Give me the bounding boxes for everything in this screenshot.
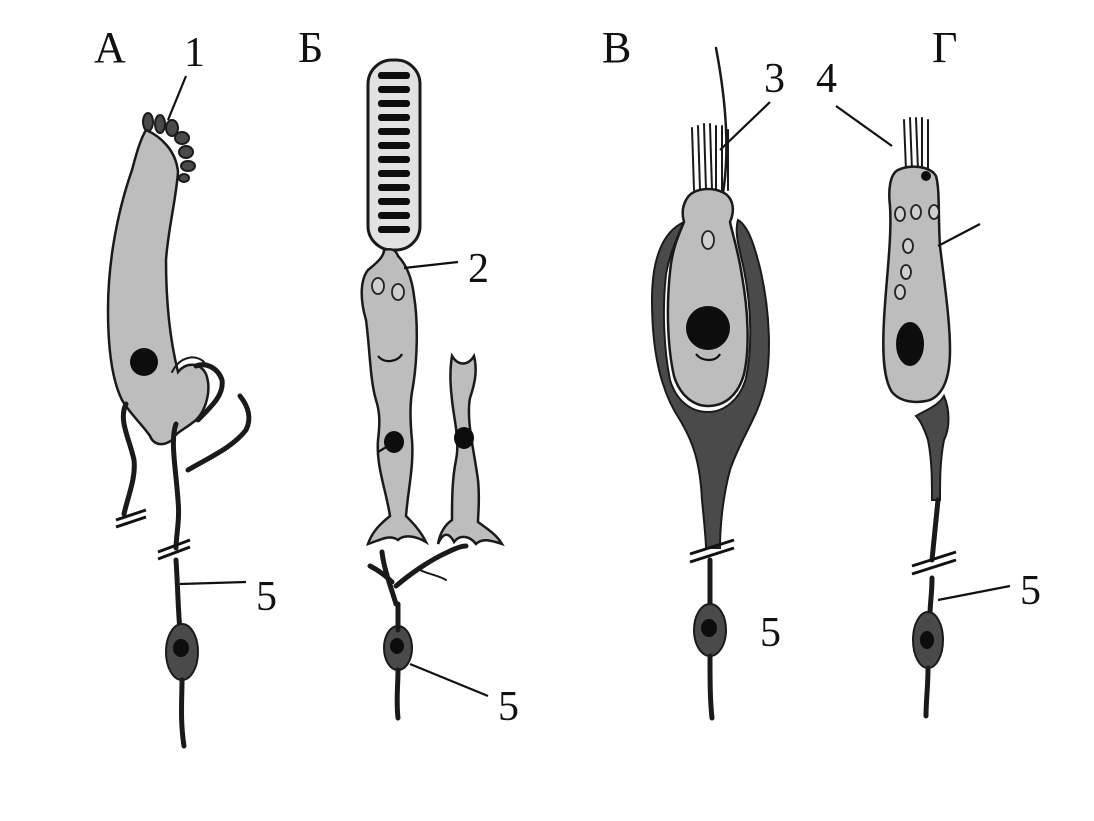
panel-label-a: А bbox=[94, 23, 126, 72]
label-3: 3 bbox=[764, 56, 785, 102]
panel-label-b: Б bbox=[298, 23, 323, 72]
cell-a-nucleus bbox=[130, 348, 158, 376]
cell-a-knobs bbox=[142, 112, 196, 183]
cell-v-body bbox=[666, 187, 749, 408]
cell-a-body bbox=[106, 128, 210, 446]
cell-g-organelles bbox=[894, 171, 940, 300]
label-5-v: 5 bbox=[760, 610, 781, 656]
cell-g: Г 4 5 bbox=[816, 23, 1041, 719]
cell-b-discs bbox=[378, 72, 410, 233]
cell-a: А 1 5 bbox=[94, 23, 277, 749]
cell-b: Б 2 5 bbox=[298, 23, 519, 730]
cell-g-stereocilia bbox=[903, 117, 929, 173]
label-4: 4 bbox=[816, 56, 837, 102]
cell-b-organelles bbox=[371, 277, 405, 363]
cell-g-nucleus bbox=[896, 322, 924, 366]
cell-v: В 3 5 bbox=[602, 23, 785, 721]
label-2: 2 bbox=[468, 246, 489, 292]
panel-label-v: В bbox=[602, 23, 631, 72]
label-5-g: 5 bbox=[1020, 568, 1041, 614]
cell-v-calyx bbox=[650, 218, 770, 549]
cell-b-neighbor bbox=[436, 352, 505, 547]
cell-b-inner-segment bbox=[360, 248, 430, 546]
label-1: 1 bbox=[184, 30, 205, 76]
cell-b-nucleus bbox=[384, 431, 404, 453]
label-5-b: 5 bbox=[498, 684, 519, 730]
cell-v-stereocilia bbox=[691, 123, 729, 191]
cell-v-nucleus bbox=[686, 306, 730, 350]
label-5-a: 5 bbox=[256, 574, 277, 620]
cell-g-body bbox=[882, 165, 952, 404]
panel-label-g: Г bbox=[932, 23, 957, 72]
